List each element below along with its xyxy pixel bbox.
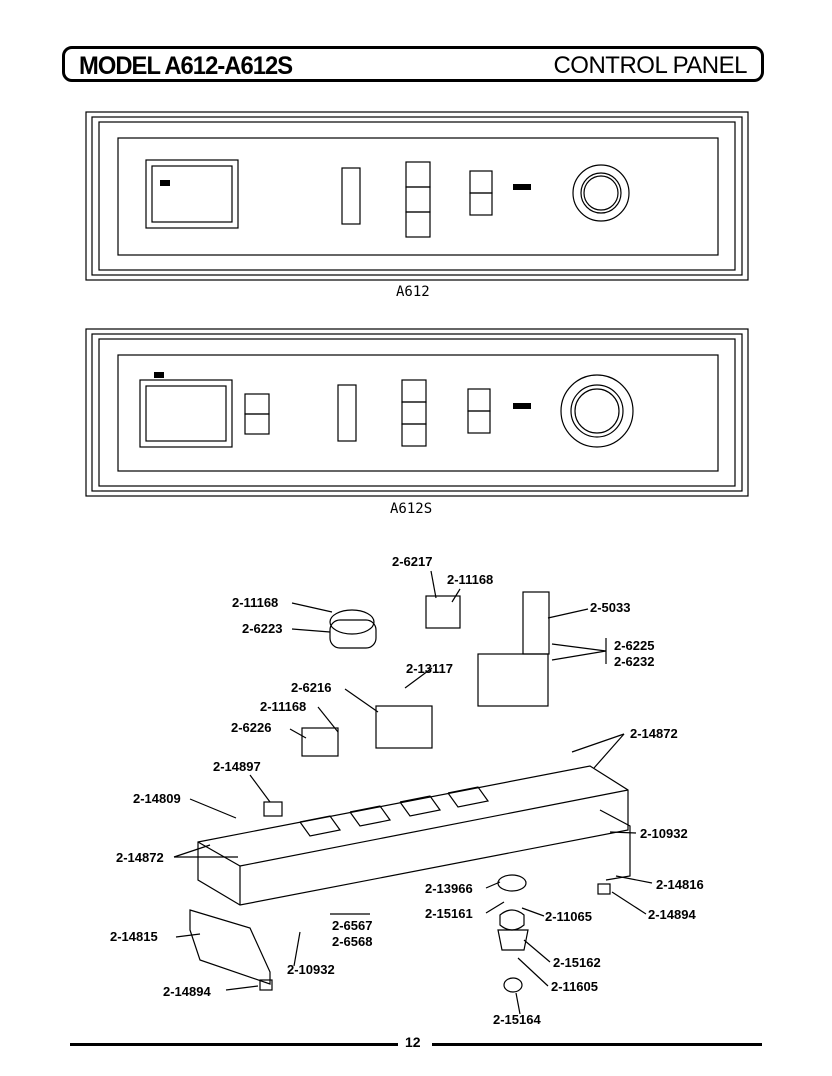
section-title: CONTROL PANEL <box>553 52 747 79</box>
part-label: 2-6223 <box>242 621 283 636</box>
part-label: 2-13117 <box>406 661 453 676</box>
part-label: 2-14894 <box>163 984 211 999</box>
part-label: 2-14816 <box>656 877 704 892</box>
part-label: 2-13966 <box>425 881 473 896</box>
page-number: 12 <box>405 1034 421 1050</box>
footer-rule-left <box>70 1043 398 1046</box>
panel-a612s-drawing <box>85 328 749 497</box>
part-label: 2-14897 <box>213 759 261 774</box>
model-title: MODEL A612-A612S <box>79 52 293 80</box>
part-label: 2-14872 <box>116 850 164 865</box>
part-label: 2-11605 <box>551 979 598 994</box>
panel-caption: A612S <box>390 501 433 517</box>
part-label: 2-6568 <box>332 934 373 949</box>
part-label: 2-11065 <box>545 909 592 924</box>
part-label: 2-14809 <box>133 791 181 806</box>
panel-caption: A612 <box>396 284 430 300</box>
part-label: 2-14872 <box>630 726 678 741</box>
part-label: 2-5033 <box>590 600 631 615</box>
part-label: 2-10932 <box>287 962 335 977</box>
part-label: 2-11168 <box>260 699 307 714</box>
part-label: 2-14815 <box>110 929 158 944</box>
panel-a612-drawing <box>85 111 749 281</box>
part-label: 2-6567 <box>332 918 373 933</box>
part-label: 2-15161 <box>425 906 473 921</box>
part-label: 2-15164 <box>493 1012 541 1027</box>
header-box: MODEL A612-A612S CONTROL PANEL <box>62 46 764 82</box>
part-label: 2-6225 <box>614 638 655 653</box>
part-label: 2-6216 <box>291 680 332 695</box>
part-label: 2-11168 <box>447 572 494 587</box>
part-label: 2-15162 <box>553 955 601 970</box>
part-label: 2-11168 <box>232 595 279 610</box>
assembly-drawing <box>189 591 631 993</box>
part-label: 2-14894 <box>648 907 696 922</box>
part-label: 2-6232 <box>614 654 655 669</box>
footer-rule-right <box>432 1043 762 1046</box>
part-label: 2-6217 <box>392 554 433 569</box>
part-label: 2-6226 <box>231 720 272 735</box>
part-label: 2-10932 <box>640 826 688 841</box>
